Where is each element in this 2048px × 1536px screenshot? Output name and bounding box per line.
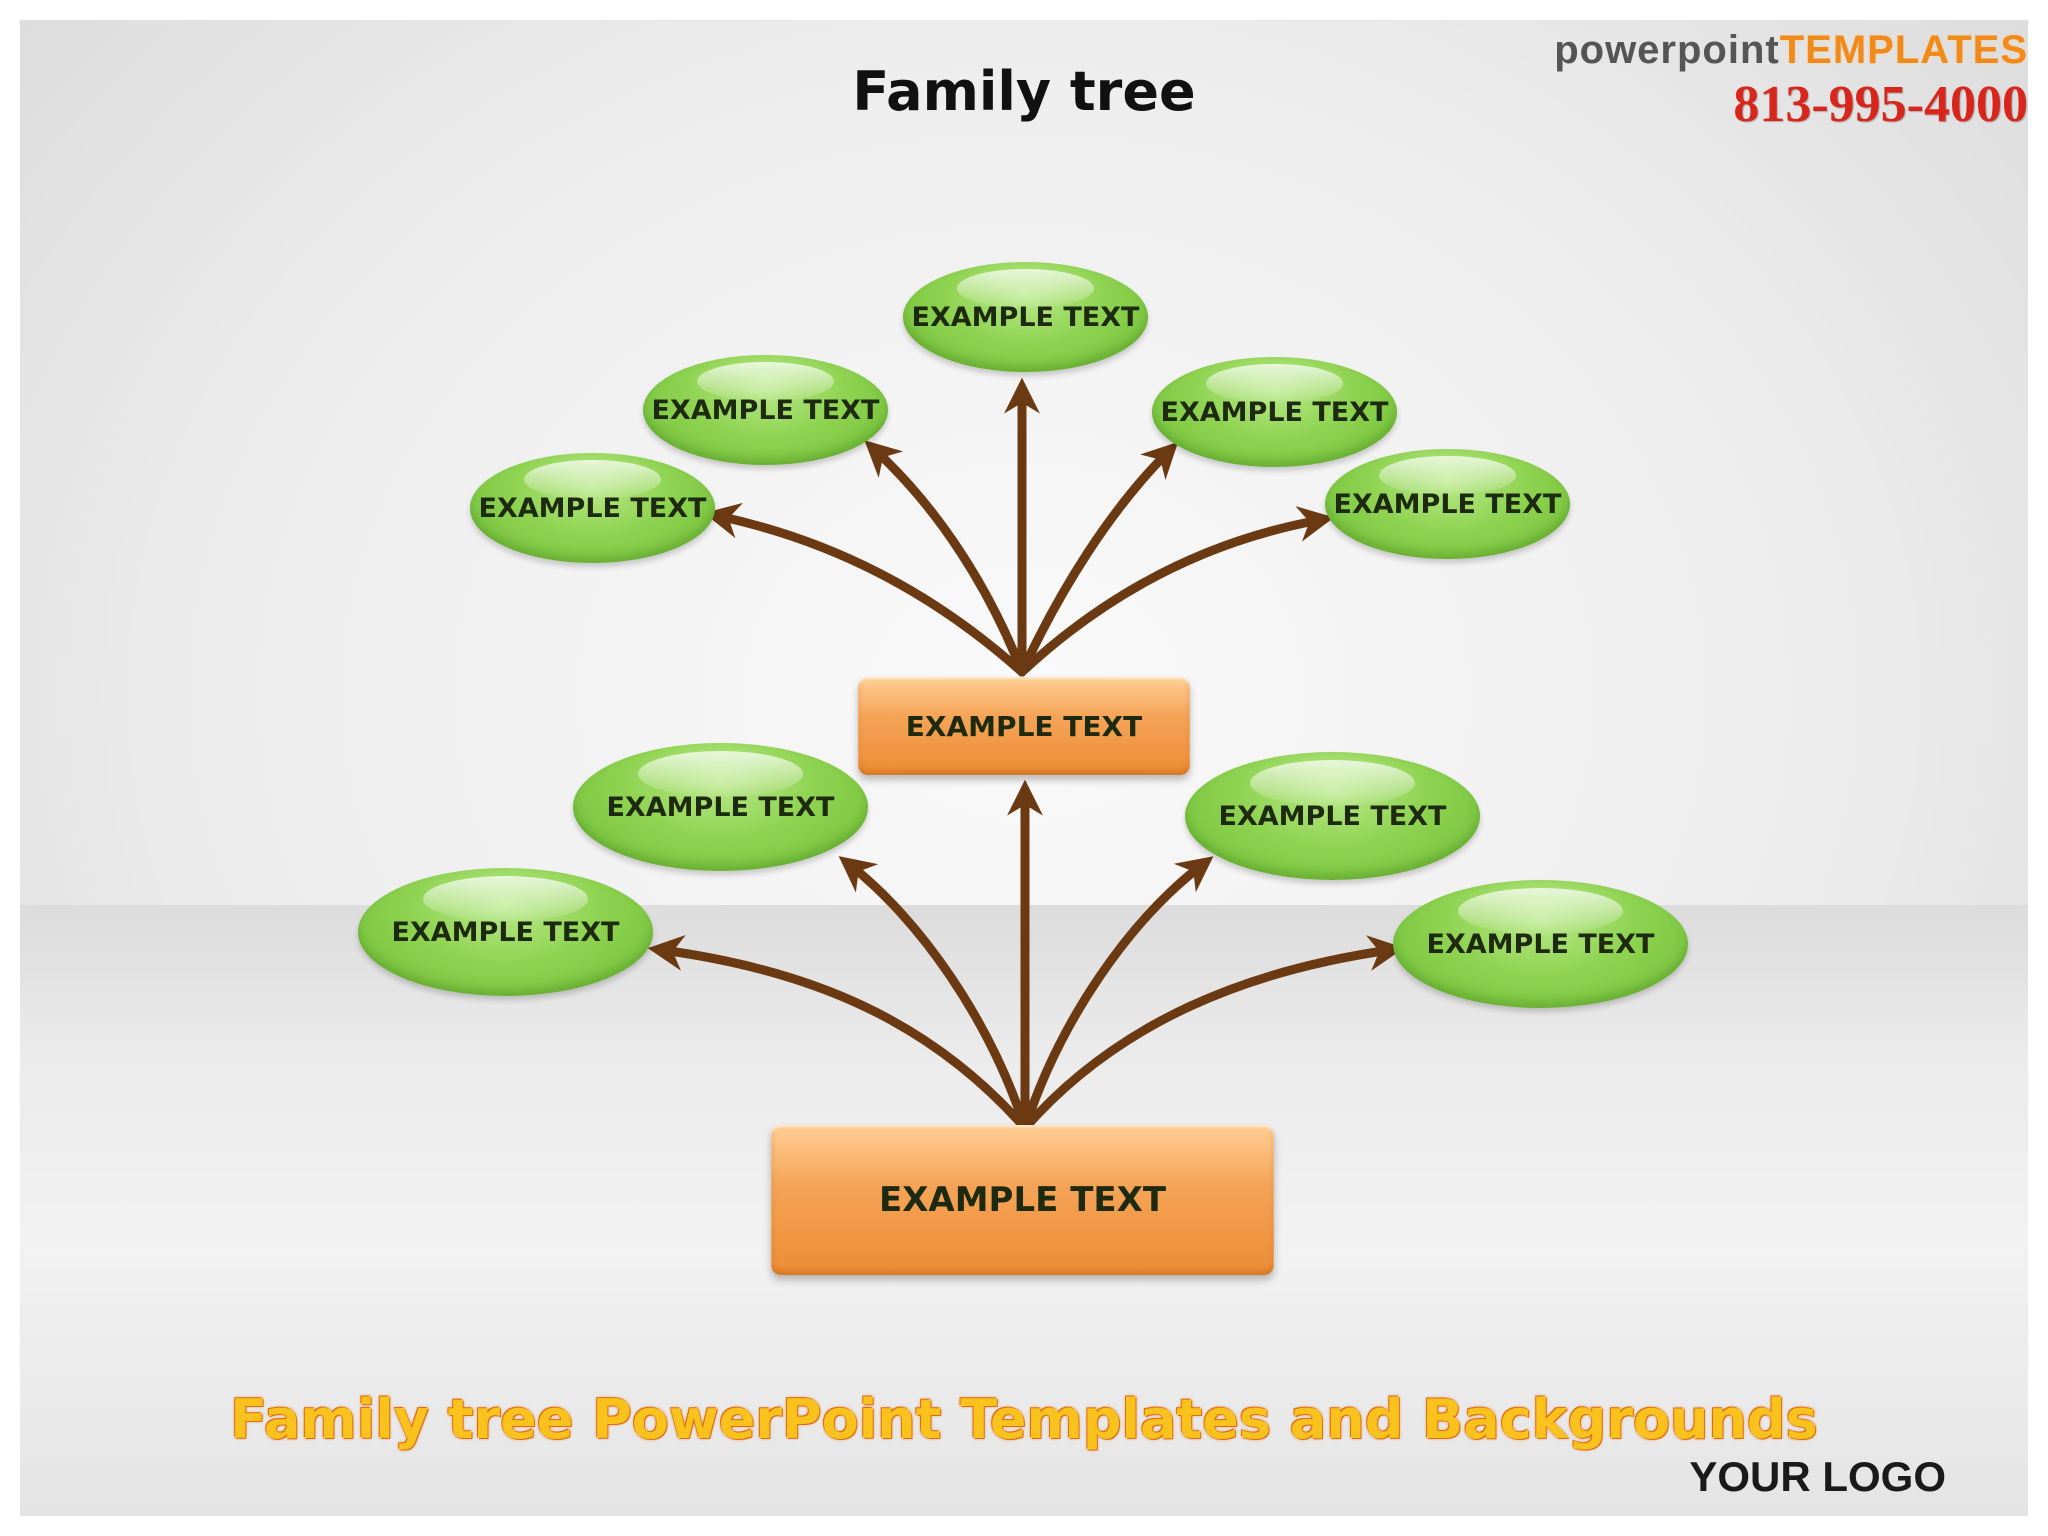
node-label: EXAMPLE TEXT — [1218, 800, 1447, 832]
node-middle-box[interactable]: EXAMPLE TEXT — [858, 677, 1190, 775]
node-lower-left-2[interactable]: EXAMPLE TEXT — [358, 868, 653, 996]
node-root-box[interactable]: EXAMPLE TEXT — [771, 1125, 1274, 1275]
node-upper-left-1[interactable]: EXAMPLE TEXT — [643, 355, 888, 465]
arrow-upper-right-1 — [1017, 441, 1179, 677]
node-label: EXAMPLE TEXT — [651, 394, 880, 426]
arrow-upper-left-2 — [703, 502, 1027, 677]
page-title: Family tree — [852, 60, 1196, 123]
node-label: EXAMPLE TEXT — [478, 492, 707, 524]
footer-title: Family tree PowerPoint Templates and Bac… — [230, 1388, 1818, 1451]
brand-phone: 813-995-4000 — [1733, 76, 2028, 133]
arrow-lower-left-1 — [838, 856, 1030, 1133]
node-label: EXAMPLE TEXT — [878, 1180, 1167, 1220]
node-label: EXAMPLE TEXT — [911, 301, 1140, 333]
brand-name-part2: TEMPLATES — [1779, 28, 2028, 72]
node-label: EXAMPLE TEXT — [606, 791, 835, 823]
node-label: EXAMPLE TEXT — [1333, 488, 1562, 520]
brand-block: powerpointTEMPLATES 813-995-4000 — [1554, 28, 2028, 134]
logo-placeholder: YOUR LOGO — [1689, 1453, 1946, 1500]
node-label: EXAMPLE TEXT — [905, 709, 1143, 743]
node-label: EXAMPLE TEXT — [1426, 928, 1655, 960]
arrow-lower-right-1 — [1020, 856, 1214, 1133]
node-lower-left-1[interactable]: EXAMPLE TEXT — [573, 743, 868, 871]
node-top-center[interactable]: EXAMPLE TEXT — [903, 262, 1148, 372]
arrow-upper-left-1 — [864, 440, 1027, 677]
node-lower-right-1[interactable]: EXAMPLE TEXT — [1185, 752, 1480, 880]
arrow-lower-right-2 — [1020, 935, 1405, 1133]
node-label: EXAMPLE TEXT — [1160, 396, 1389, 428]
arrow-lower-left-2 — [647, 935, 1030, 1133]
node-label: EXAMPLE TEXT — [391, 916, 620, 948]
brand-logo: powerpointTEMPLATES — [1554, 28, 2028, 73]
arrow-upper-right-2 — [1017, 506, 1335, 677]
brand-name-part1: powerpoint — [1554, 28, 1780, 72]
node-upper-right-2[interactable]: EXAMPLE TEXT — [1325, 449, 1570, 559]
node-upper-right-1[interactable]: EXAMPLE TEXT — [1152, 357, 1397, 467]
node-lower-right-2[interactable]: EXAMPLE TEXT — [1393, 880, 1688, 1008]
node-upper-left-2[interactable]: EXAMPLE TEXT — [470, 453, 715, 563]
